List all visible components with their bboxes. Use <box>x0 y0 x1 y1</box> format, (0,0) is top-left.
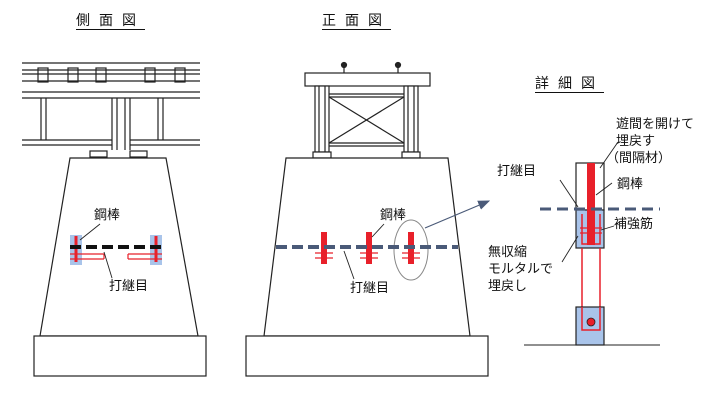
detail-steel-bar-label: 鋼棒 <box>617 177 644 192</box>
detail-steel-bar <box>587 163 595 245</box>
side-footing <box>33 335 207 377</box>
detail-mortar-label-line2: モルタルで <box>488 262 554 277</box>
side-bearing-left <box>89 150 108 158</box>
side-reinforcement-left <box>70 253 105 260</box>
detail-steel-bar-leader <box>595 182 613 196</box>
detail-mortar-label-line1: 無収縮 <box>488 245 528 260</box>
side-deck-girder <box>22 62 200 150</box>
side-steel-bar-label: 鋼棒 <box>94 208 121 223</box>
front-bearing-right <box>401 151 421 159</box>
front-steel-bar-leader <box>371 223 385 238</box>
detail-gap-leader <box>599 141 619 169</box>
side-joint-leader <box>103 251 113 279</box>
front-bearing-left <box>312 151 332 159</box>
side-joint-label: 打継目 <box>109 279 149 294</box>
detail-joint-label: 打継目 <box>497 164 537 179</box>
front-top-bearings <box>340 61 402 73</box>
detail-gap-label-line1: 遊間を開けて <box>616 117 695 132</box>
side-bearing-right <box>129 150 148 158</box>
detail-joint-leader <box>559 179 579 208</box>
front-steel-columns <box>314 85 419 153</box>
front-joint-label: 打継目 <box>350 281 390 296</box>
detail-view-title: 詳細図 <box>535 76 604 92</box>
side-steel-bar-leader <box>79 223 101 241</box>
detail-gap-label-line2: 埋戻す <box>616 134 656 149</box>
front-view-title: 正面図 <box>322 13 391 29</box>
detail-reinforcement <box>581 214 601 245</box>
side-view <box>22 62 207 377</box>
detail-anchor-bolt <box>586 317 596 327</box>
detail-spacer-label: （間隔材） <box>606 151 672 166</box>
side-view-title: 側面図 <box>76 13 145 29</box>
front-detail-callout-ellipse <box>393 219 429 281</box>
detail-mortar-leader <box>561 235 579 263</box>
detail-reinforcement-label: 補強筋 <box>614 217 654 232</box>
side-reinforcement-right <box>127 253 162 260</box>
detail-mortar-label-line3: 埋戻し <box>488 279 528 294</box>
detail-reinforcement-leader <box>600 225 615 231</box>
detail-callout-arrow <box>424 200 491 229</box>
front-steel-bar-2 <box>360 232 378 264</box>
front-steel-bar-label: 鋼棒 <box>380 208 407 223</box>
front-joint-leader <box>343 250 355 280</box>
front-cap-beam <box>304 72 431 87</box>
front-view <box>245 61 489 377</box>
front-footing <box>245 335 489 377</box>
detail-view <box>524 141 660 346</box>
